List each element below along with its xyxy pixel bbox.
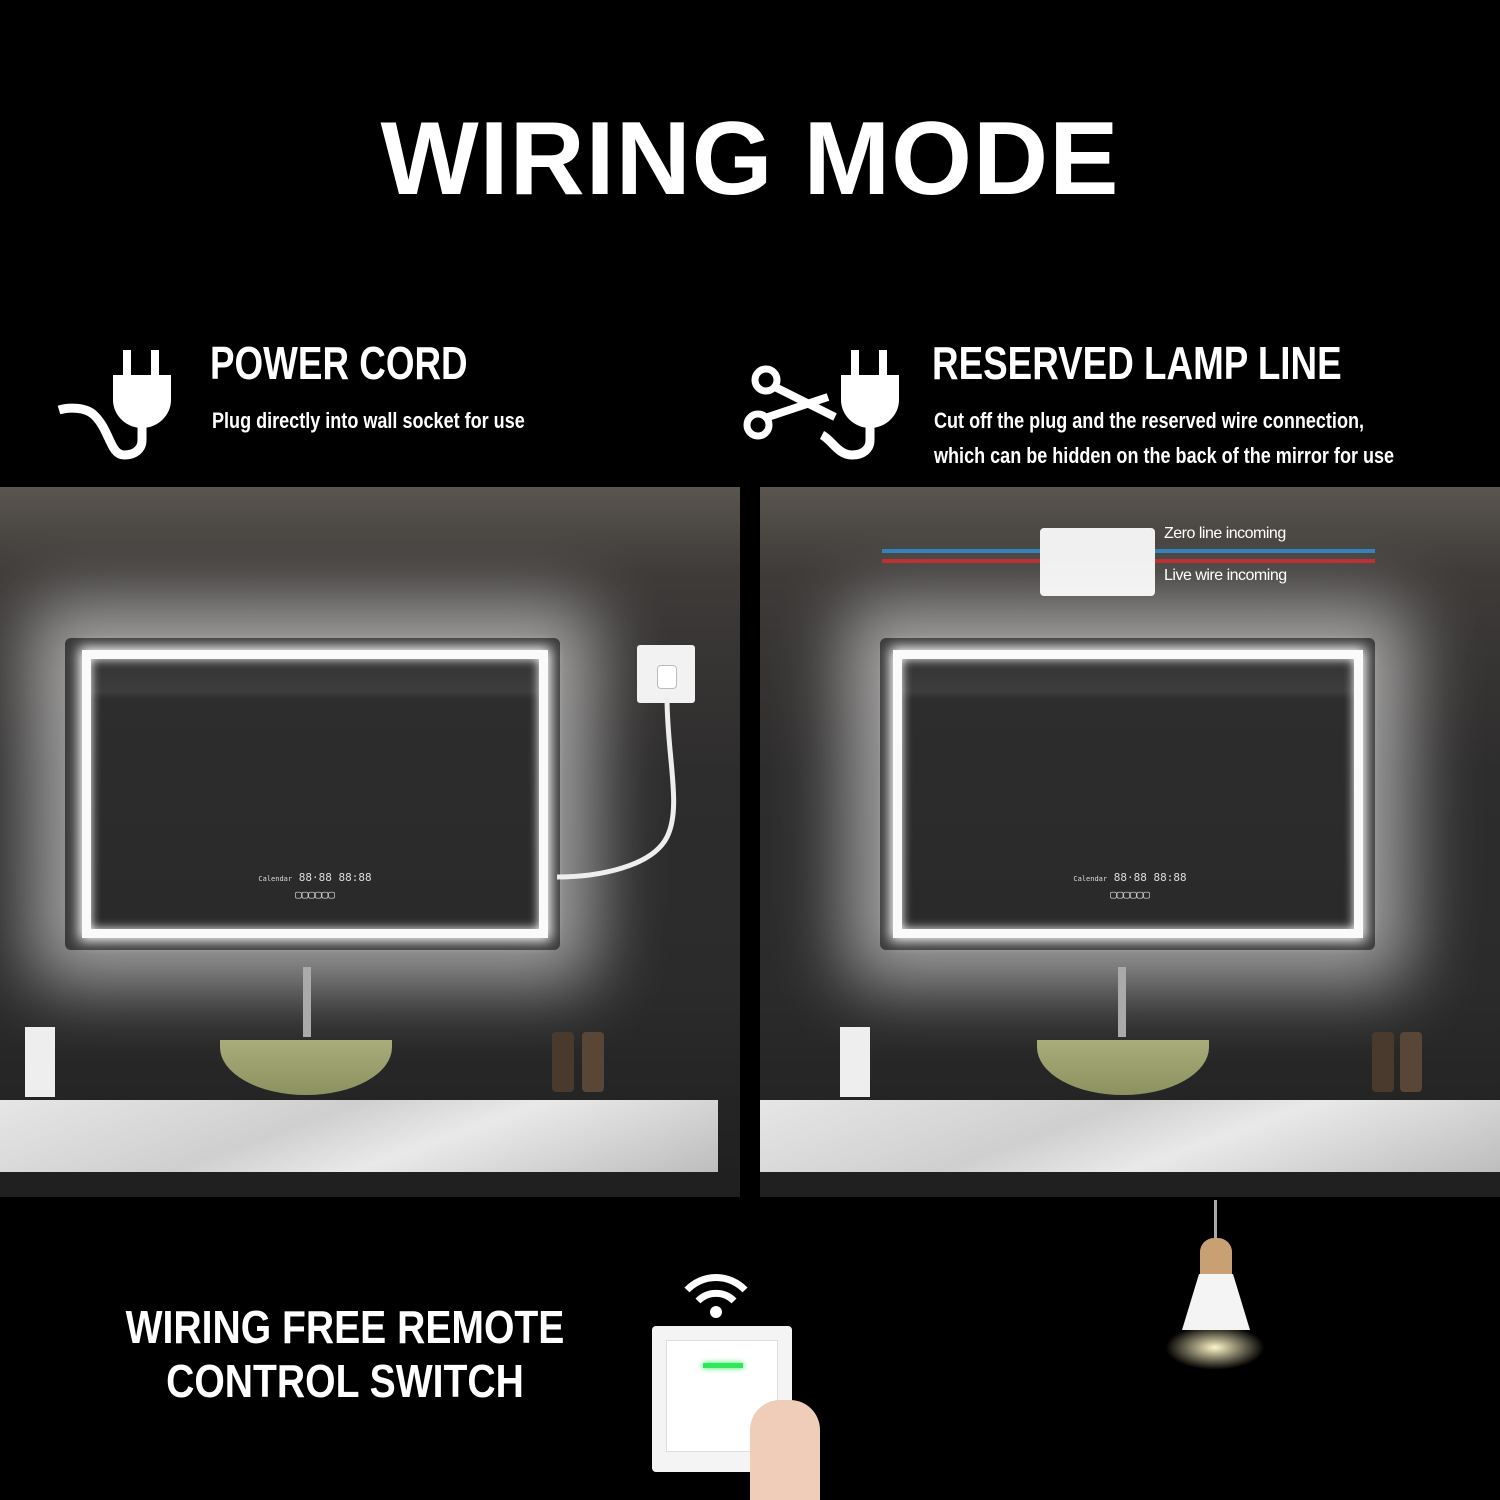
display-time1: 88·88 xyxy=(298,871,332,884)
remote-switch-heading: WIRING FREE REMOTE CONTROL SWITCH xyxy=(60,1300,630,1408)
left-bathroom-scene: Calendar 88·88 88:88 ▢▢▢▢▢▢ xyxy=(0,487,740,1197)
calendar-label: Calendar xyxy=(258,875,293,883)
power-cord-description: Plug directly into wall socket for use xyxy=(212,408,525,433)
display-time2: 88:88 xyxy=(1153,871,1187,884)
lamp-light xyxy=(1165,1325,1265,1370)
power-cord-heading: POWER CORD xyxy=(210,337,468,389)
vase xyxy=(25,1027,55,1097)
display-time1: 88·88 xyxy=(1113,871,1147,884)
lamp-cord xyxy=(1214,1200,1217,1240)
bottle xyxy=(552,1032,574,1092)
bottle xyxy=(1372,1032,1394,1092)
display-time2: 88:88 xyxy=(338,871,372,884)
power-cable xyxy=(556,696,677,880)
reserved-description-line2: which can be hidden on the back of the m… xyxy=(934,443,1395,468)
page-title: WIRING MODE xyxy=(380,101,1120,217)
led-frame xyxy=(82,650,548,938)
live-wire-label: Live wire incoming xyxy=(1164,567,1287,584)
calendar-label: Calendar xyxy=(1073,875,1108,883)
pendant-lamp-top xyxy=(1200,1238,1232,1276)
display-touch-icons: ▢▢▢▢▢▢ xyxy=(295,888,335,901)
wireless-receiver-module xyxy=(1040,528,1155,596)
sink-bowl xyxy=(220,1040,392,1095)
reserved-lamp-line-heading: RESERVED LAMP LINE xyxy=(932,337,1342,389)
bottle xyxy=(582,1032,604,1092)
marble-counter xyxy=(0,1100,718,1172)
zero-line-label: Zero line incoming xyxy=(1164,525,1286,542)
mirror-display: Calendar 88·88 88:88 ▢▢▢▢▢▢ xyxy=(1050,870,1210,903)
right-bathroom-scene: Zero line incoming Live wire incoming Ca… xyxy=(760,487,1500,1197)
remote-switch-line2: CONTROL SWITCH xyxy=(166,1355,524,1407)
mirror-display: Calendar 88·88 88:88 ▢▢▢▢▢▢ xyxy=(235,870,395,903)
wifi-icon xyxy=(684,1274,748,1318)
power-plug-icon xyxy=(57,350,171,460)
marble-counter xyxy=(760,1100,1500,1172)
scissors-plug-icon xyxy=(743,350,899,460)
mirror: Calendar 88·88 88:88 ▢▢▢▢▢▢ xyxy=(880,638,1375,950)
reserved-description-line1: Cut off the plug and the reserved wire c… xyxy=(934,408,1365,433)
faucet xyxy=(1118,967,1126,1037)
led-frame xyxy=(893,650,1363,938)
switch-indicator xyxy=(703,1363,743,1368)
mirror: Calendar 88·88 88:88 ▢▢▢▢▢▢ xyxy=(65,638,560,950)
remote-switch-line1: WIRING FREE REMOTE xyxy=(125,1301,565,1353)
hand xyxy=(750,1400,820,1500)
vase xyxy=(840,1027,870,1097)
display-touch-icons: ▢▢▢▢▢▢ xyxy=(1110,888,1150,901)
faucet xyxy=(303,967,311,1037)
pendant-lamp-shade xyxy=(1182,1274,1250,1330)
sink-bowl xyxy=(1037,1040,1209,1095)
bottle xyxy=(1400,1032,1422,1092)
wall-socket xyxy=(637,645,695,703)
